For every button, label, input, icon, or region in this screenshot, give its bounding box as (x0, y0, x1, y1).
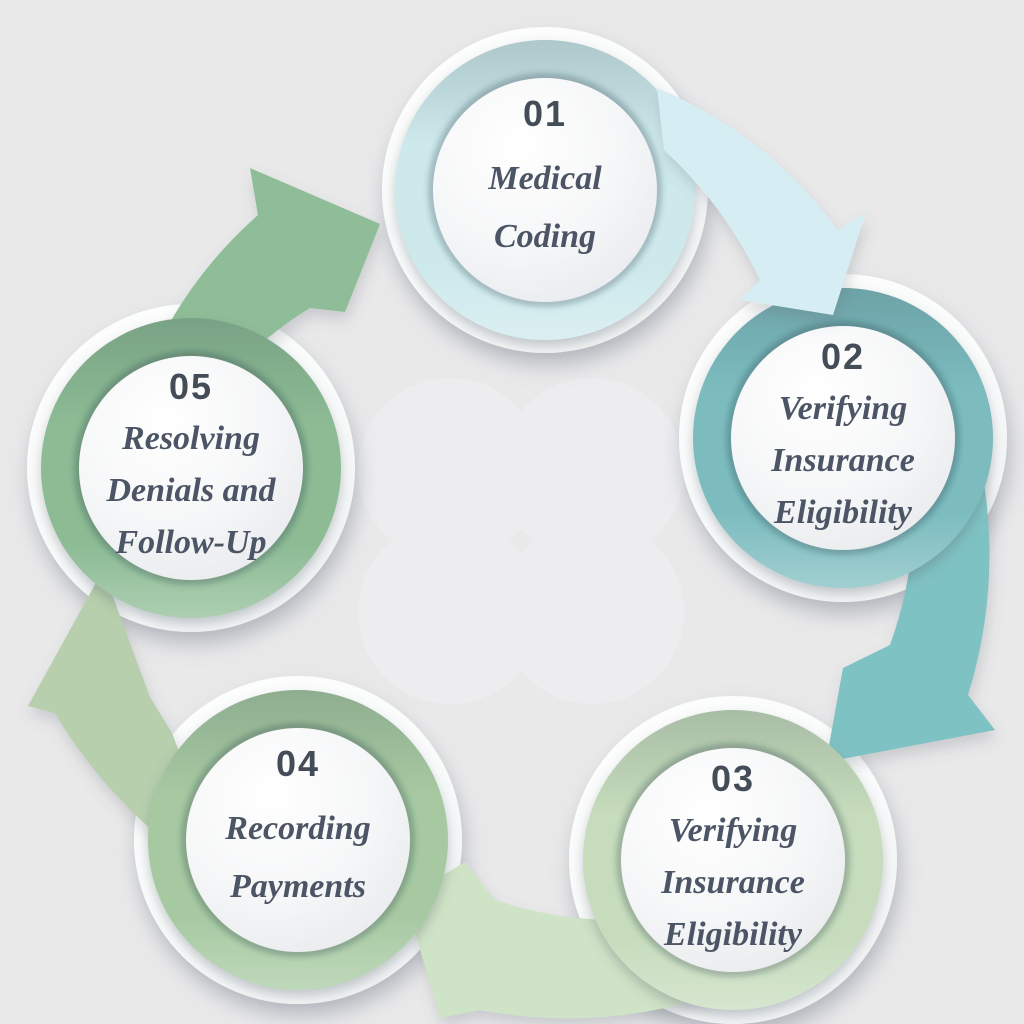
center-watermark (358, 378, 684, 704)
step-5-node (41, 318, 341, 618)
step-1-inner-disc (433, 78, 657, 302)
step-3-inner-disc (621, 748, 845, 972)
arrow-01-to-02 (657, 88, 866, 315)
step-4-inner-disc (186, 728, 410, 952)
step-3-node (583, 710, 883, 1010)
step-4-node (148, 690, 448, 990)
step-5-inner-disc (79, 356, 303, 580)
step-2-inner-disc (731, 326, 955, 550)
step-2-node (693, 288, 993, 588)
step-1-node (395, 40, 695, 340)
